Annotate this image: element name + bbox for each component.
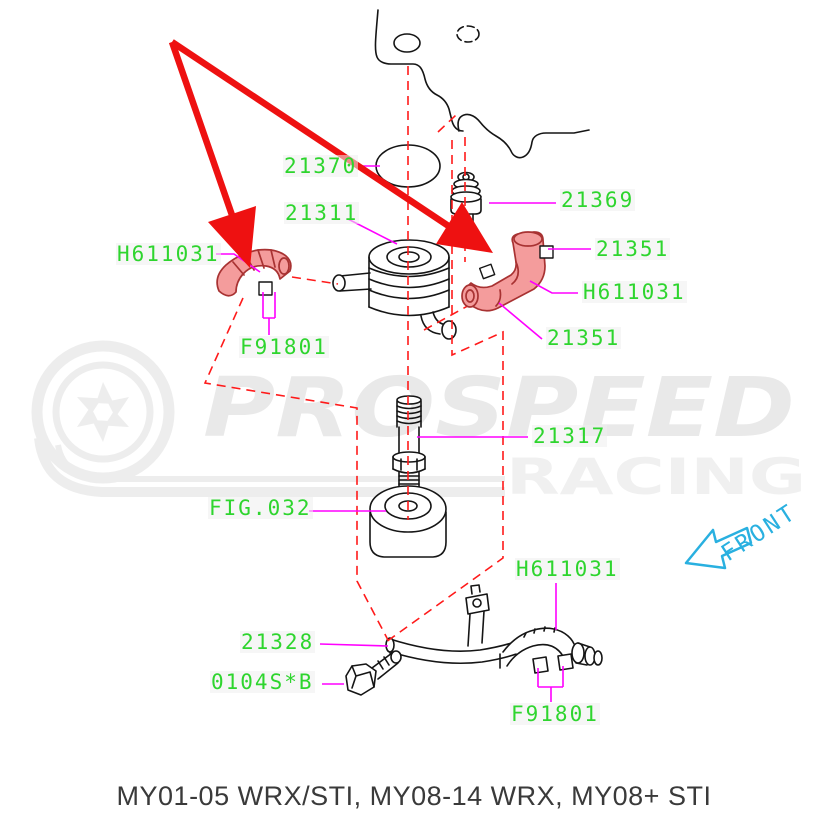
boundary-right bbox=[385, 140, 504, 643]
front-arrow-icon bbox=[684, 526, 753, 570]
part-21328-pipe bbox=[385, 584, 525, 664]
highlight-arrow-right-shaft bbox=[170, 39, 452, 230]
leader-21328 bbox=[319, 643, 389, 647]
watermark-text-prospeed: PROSPEED bbox=[203, 361, 795, 456]
hose-axis-right bbox=[423, 296, 485, 331]
leader-lines bbox=[216, 165, 591, 702]
watermark-swoosh-outer bbox=[34, 437, 505, 497]
part-0104sb-bolt bbox=[345, 650, 402, 696]
watermark-logo-inner-ring bbox=[52, 361, 154, 463]
hose-highlight-left bbox=[216, 248, 292, 297]
hose-highlight-right bbox=[461, 231, 554, 312]
watermark-text-racing: RACING bbox=[506, 448, 806, 506]
leader-f91801-left bbox=[262, 292, 276, 335]
tick-top bbox=[437, 114, 457, 133]
engine-block-outline bbox=[374, 9, 590, 159]
part-fig032-oil-filter bbox=[369, 485, 447, 558]
watermark-turbine-icon bbox=[77, 382, 129, 442]
leader-h611031-left bbox=[216, 253, 261, 273]
highlight-arrow-left-head bbox=[208, 206, 256, 268]
watermark-swoosh-inner bbox=[55, 444, 505, 482]
boundary-left bbox=[203, 297, 389, 641]
highlight-arrow-left-shaft bbox=[168, 40, 237, 220]
leader-21311 bbox=[347, 218, 398, 245]
part-h611031-lower-hose bbox=[499, 626, 603, 674]
leader-h611031-right bbox=[529, 280, 578, 294]
highlight-arrow-right-head bbox=[436, 202, 493, 253]
prospeed-watermark: PROSPEED RACING bbox=[31, 340, 806, 506]
dashed-reference-lines bbox=[203, 66, 504, 643]
highlight-arrows bbox=[168, 39, 493, 268]
leader-21351-bottom bbox=[498, 302, 543, 340]
hose-axis-left bbox=[291, 276, 339, 285]
leader-f91801-right bbox=[537, 666, 564, 702]
part-21311-oil-cooler bbox=[332, 239, 457, 340]
caption: MY01-05 WRX/STI, MY08-14 WRX, MY08+ STI bbox=[116, 781, 712, 811]
